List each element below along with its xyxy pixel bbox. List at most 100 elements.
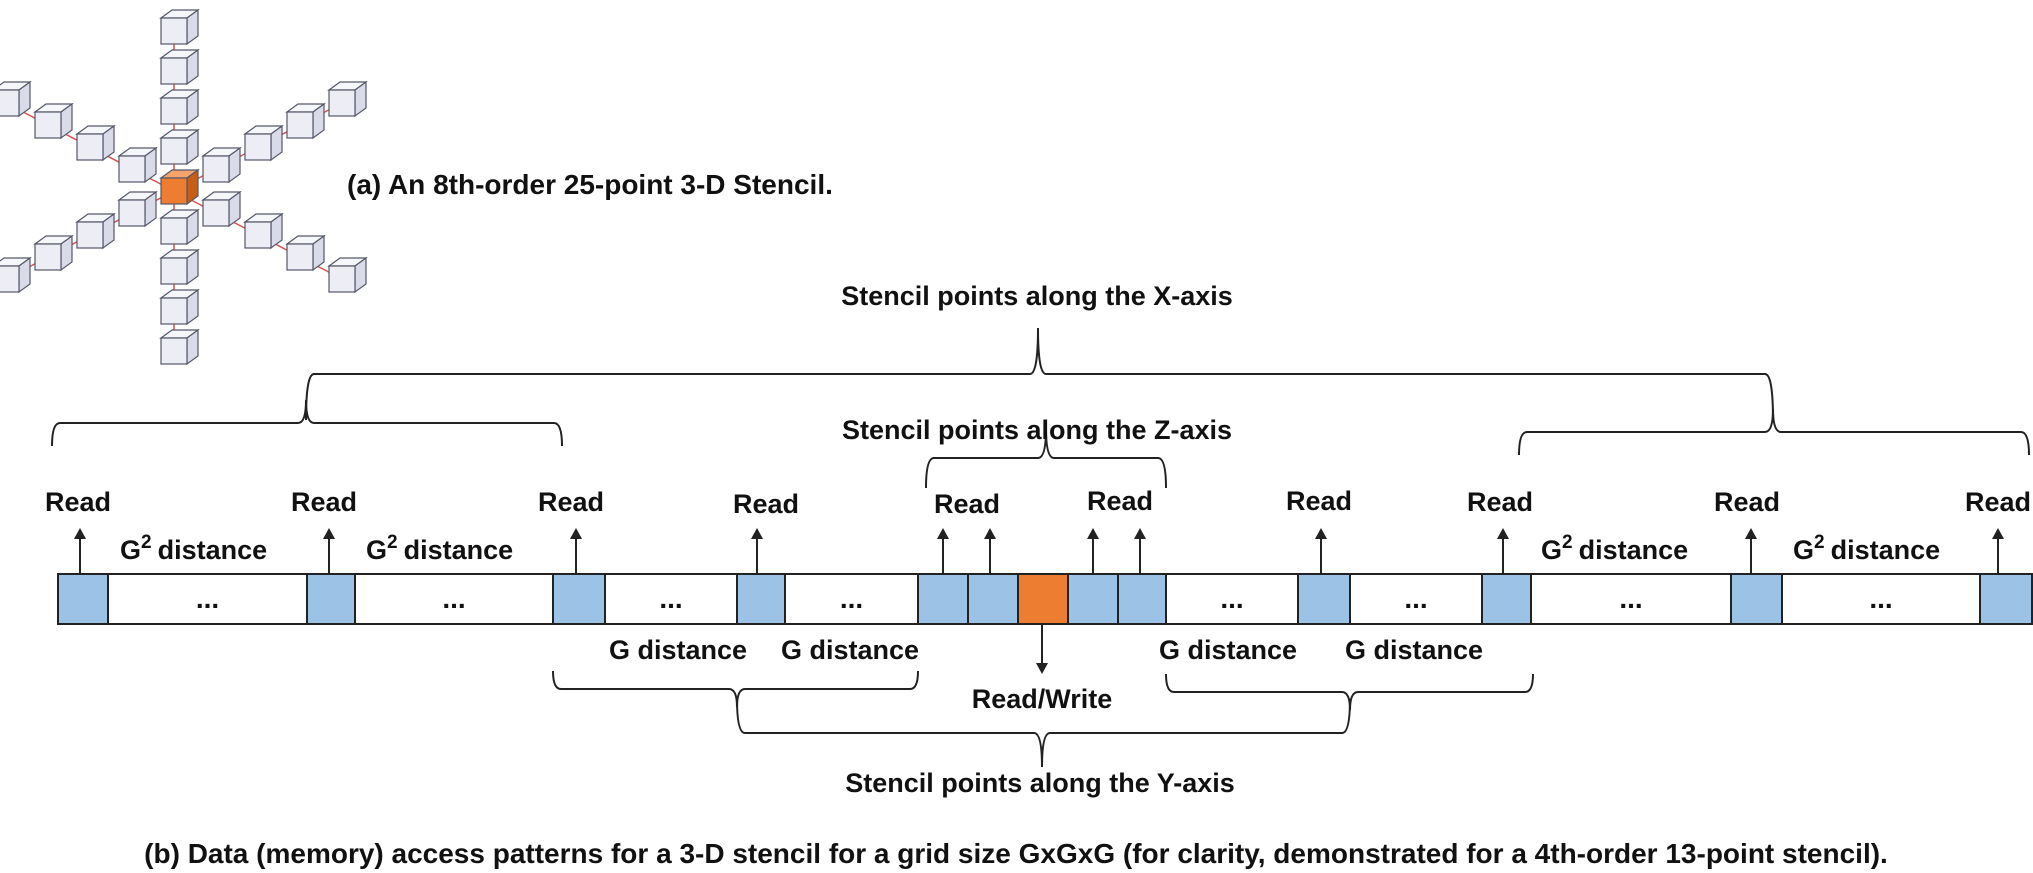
neighbor-cube bbox=[285, 234, 326, 272]
arrow-head-icon bbox=[1992, 528, 2004, 539]
ellipsis: ... bbox=[1869, 583, 1892, 614]
neighbor-cube bbox=[243, 124, 284, 162]
neighbor-cube bbox=[159, 328, 200, 366]
ellipsis: ... bbox=[840, 583, 863, 614]
neighbor-cube bbox=[285, 102, 326, 140]
read-label: Read bbox=[733, 489, 799, 519]
neighbor-cube bbox=[33, 102, 74, 140]
arrow-head-icon bbox=[323, 528, 335, 539]
g-distance-labels: G distance G distance G distance G distance bbox=[609, 635, 1483, 665]
read-cell bbox=[552, 573, 606, 625]
read-label: Read bbox=[1714, 487, 1780, 517]
arrow-head-icon bbox=[74, 528, 86, 539]
neighbor-cube bbox=[159, 88, 200, 126]
read-cell bbox=[1979, 573, 2033, 625]
read-cell bbox=[1297, 573, 1351, 625]
arrow-head-icon bbox=[984, 528, 996, 539]
read-cell bbox=[306, 573, 356, 625]
read-label: Read bbox=[1087, 486, 1153, 516]
caption-a: (a) An 8th-order 25-point 3-D Stencil. bbox=[347, 169, 833, 200]
ellipsis: ... bbox=[659, 583, 682, 614]
arrow-head-icon bbox=[1745, 528, 1757, 539]
neighbor-cube bbox=[159, 128, 200, 166]
neighbor-cube bbox=[327, 80, 368, 118]
gap-cell bbox=[1165, 573, 1299, 625]
ellipsis: ... bbox=[1619, 583, 1642, 614]
ellipsis: ... bbox=[1220, 583, 1243, 614]
read-cell bbox=[1730, 573, 1783, 625]
gap-cell bbox=[1530, 573, 1732, 625]
neighbor-cube bbox=[159, 48, 200, 86]
arrow-head-icon bbox=[570, 528, 582, 539]
neighbor-cube bbox=[75, 124, 116, 162]
neighbor-cube bbox=[0, 80, 32, 118]
arrow-head-icon bbox=[1134, 528, 1146, 539]
neighbor-cube bbox=[159, 8, 200, 46]
stencil-3d-illustration bbox=[0, 8, 368, 366]
g-distance-label: G distance bbox=[609, 635, 747, 665]
read-cell bbox=[57, 573, 109, 625]
center-cube bbox=[159, 168, 200, 206]
read-labels: Read Read Read Read Read Read Read Read Read Read bbox=[45, 486, 2031, 519]
neighbor-cube bbox=[33, 234, 74, 272]
arrow-head-icon bbox=[1315, 528, 1327, 539]
read-label: Read bbox=[934, 489, 1000, 519]
read-cell bbox=[967, 573, 1019, 625]
arrow-head-icon bbox=[1497, 528, 1509, 539]
read-cell bbox=[1067, 573, 1119, 625]
brace-down bbox=[1518, 408, 2030, 456]
read-cell bbox=[917, 573, 969, 625]
arrow-head-icon bbox=[937, 528, 949, 539]
y-axis-brace-label: Stencil points along the Y-axis bbox=[845, 768, 1235, 798]
read-label: Read bbox=[1286, 486, 1352, 516]
neighbor-cube bbox=[0, 256, 32, 294]
brace-up bbox=[736, 698, 1351, 768]
g-distance-label: G distance bbox=[1159, 635, 1297, 665]
x-axis-brace-label: Stencil points along the X-axis bbox=[841, 281, 1233, 311]
arrow-head-icon bbox=[751, 528, 763, 539]
gap-cell bbox=[107, 573, 308, 625]
read-label: Read bbox=[45, 487, 111, 517]
read-label: Read bbox=[538, 487, 604, 517]
read-cell bbox=[1481, 573, 1532, 625]
read-cell bbox=[736, 573, 786, 625]
neighbor-cube bbox=[117, 190, 158, 228]
z-axis-brace-label: Stencil points along the Z-axis bbox=[842, 415, 1232, 445]
neighbor-cube bbox=[159, 288, 200, 326]
read-label: Read bbox=[1965, 487, 2031, 517]
read-label: Read bbox=[1467, 487, 1533, 517]
gap-cell bbox=[784, 573, 919, 625]
neighbor-cube bbox=[201, 190, 242, 228]
neighbor-cube bbox=[159, 248, 200, 286]
g-distance-label: G distance bbox=[1345, 635, 1483, 665]
brace-up bbox=[1165, 673, 1534, 711]
brace-down bbox=[51, 399, 563, 447]
neighbor-cube bbox=[201, 146, 242, 184]
ellipsis: ... bbox=[196, 583, 219, 614]
braces bbox=[51, 327, 2030, 768]
read-cell bbox=[1117, 573, 1167, 625]
gap-cell bbox=[604, 573, 738, 625]
neighbor-cube bbox=[159, 208, 200, 246]
g-distance-label: G distance bbox=[781, 635, 919, 665]
ellipsis: ... bbox=[1404, 583, 1427, 614]
brace-up bbox=[552, 670, 919, 708]
center-cell bbox=[1017, 573, 1069, 625]
read-label: Read bbox=[291, 487, 357, 517]
ellipsis: ... bbox=[442, 583, 465, 614]
gap-cell bbox=[354, 573, 554, 625]
brace-down bbox=[305, 327, 1774, 421]
neighbor-cube bbox=[327, 256, 368, 294]
gap-cell bbox=[1781, 573, 1981, 625]
caption-b: (b) Data (memory) access patterns for a … bbox=[144, 838, 1888, 869]
memory-strip: ........................ bbox=[57, 573, 2033, 625]
read-write-label: Read/Write bbox=[972, 684, 1113, 714]
arrow-head-icon bbox=[1036, 663, 1048, 674]
neighbor-cube bbox=[243, 212, 284, 250]
